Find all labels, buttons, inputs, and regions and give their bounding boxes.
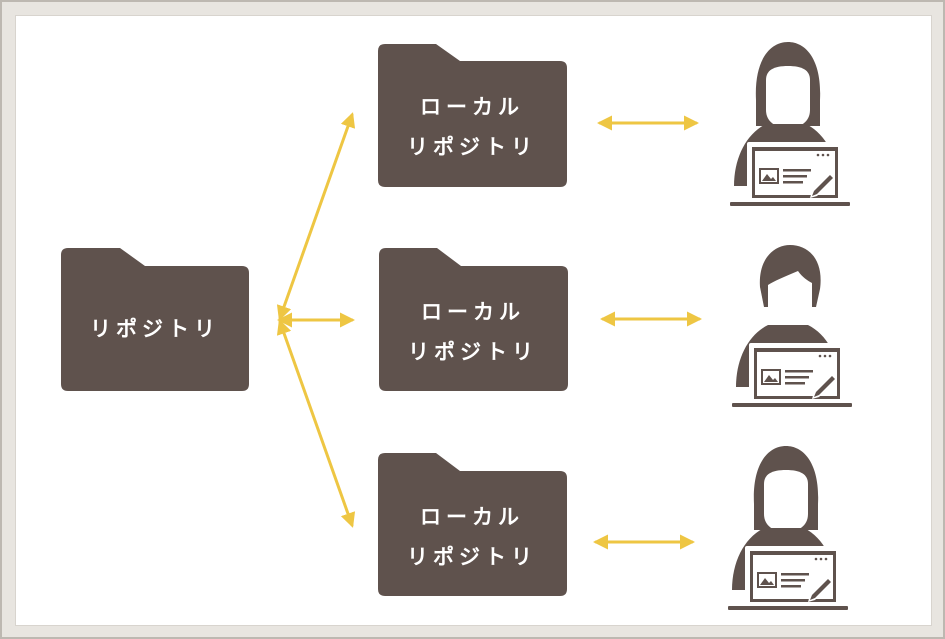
local-repository-label-line1: ローカル	[420, 505, 524, 529]
folder-shape	[378, 453, 567, 596]
folder-shape	[379, 248, 568, 391]
folder-shape	[378, 44, 567, 187]
user-long-hair-icon	[730, 42, 850, 206]
folder-shape	[61, 248, 249, 391]
local-repository-label-line1: ローカル	[420, 95, 524, 119]
arrow-central-to-local-3	[276, 319, 356, 528]
local-repository-label-line1: ローカル	[421, 300, 525, 324]
arrow-central-to-local-1	[276, 112, 356, 321]
local-repository-folder-2: ローカル リポジトリ	[379, 248, 568, 391]
user-short-hair-icon	[732, 245, 852, 407]
central-repository-folder: リポジトリ	[61, 248, 249, 391]
local-repository-label-line2: リポジトリ	[408, 340, 538, 364]
user-long-hair-icon	[728, 446, 848, 610]
central-repository-label: リポジトリ	[90, 317, 220, 341]
sync-arrows	[276, 112, 702, 550]
local-repository-label-line2: リポジトリ	[407, 545, 537, 569]
local-repository-label-line2: リポジトリ	[407, 135, 537, 159]
local-repository-folder-3: ローカル リポジトリ	[378, 453, 567, 596]
local-repository-folder-1: ローカル リポジトリ	[378, 44, 567, 187]
